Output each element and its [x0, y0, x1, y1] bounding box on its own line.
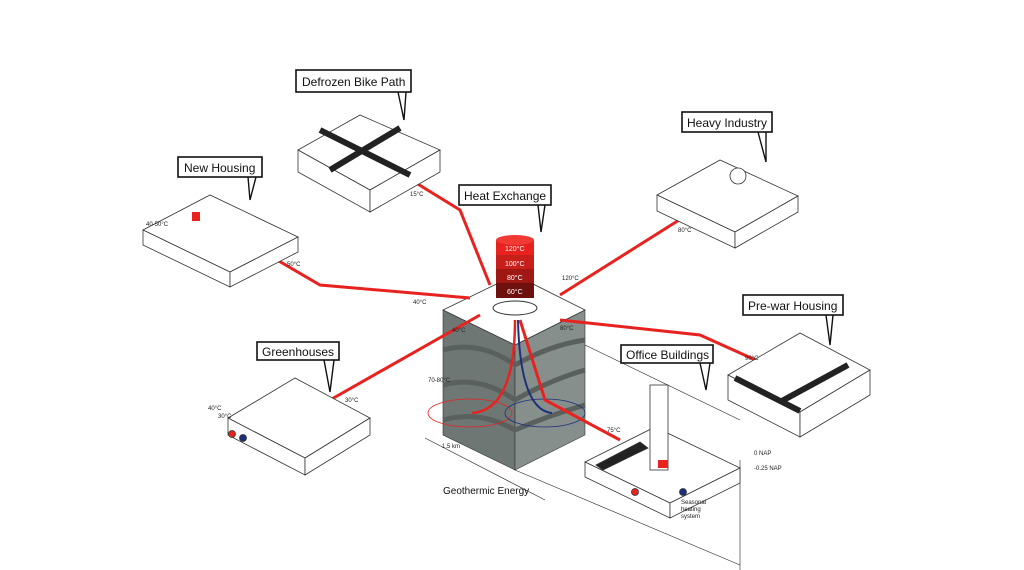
ground-block	[424, 274, 741, 570]
seasonal-2: heating	[681, 507, 701, 513]
tower-level-120: 120°C	[505, 245, 525, 253]
tower-level-60: 60°C	[507, 288, 523, 296]
buildings	[142, 114, 871, 519]
bike-path-block	[297, 114, 441, 213]
label-bike-path: Defrozen Bike Path	[302, 75, 405, 89]
heat-exchange-tower	[492, 235, 538, 316]
office-block	[584, 384, 741, 519]
label-heavy-industry: Heavy Industry	[687, 116, 767, 130]
label-heat-exchange: Heat Exchange	[464, 189, 546, 203]
tower-level-80: 80°C	[507, 274, 523, 282]
pipe-industry	[559, 208, 696, 297]
temp-bike: 15°C	[410, 192, 424, 198]
greenhouse-block	[227, 377, 371, 476]
seasonal-1: Seasonal	[681, 500, 706, 506]
temp-depth: 70-80°C	[428, 378, 451, 384]
temp-industry-site: 80°C	[678, 228, 692, 234]
pipe-prewar	[559, 318, 761, 364]
seasonal-3: system	[681, 514, 700, 520]
nap-minus: -0.25 NAP	[754, 466, 782, 472]
temp-prewar-box: 80°C	[560, 326, 574, 332]
pipe-greenhouse	[329, 313, 481, 402]
temp-green: 30°C	[345, 398, 359, 404]
label-greenhouses: Greenhouses	[262, 345, 334, 359]
temp-office: 75°C	[607, 428, 621, 434]
temp-industry: 120°C	[562, 276, 579, 282]
temp-prewar: 90°C	[745, 356, 759, 362]
callouts	[177, 69, 844, 364]
new-housing-block	[142, 194, 299, 288]
pipe-housing	[259, 248, 471, 300]
temp-green-a: 40°C	[208, 406, 222, 412]
heavy-industry-block	[656, 159, 799, 249]
depth-label: 1.5 km	[442, 444, 460, 450]
temp-green-b: 30°C	[218, 414, 232, 420]
nap-0: 0 NAP	[754, 451, 771, 457]
tower-level-100: 100°C	[505, 260, 525, 268]
label-office-buildings: Office Buildings	[626, 348, 709, 362]
prewar-housing-block	[727, 332, 871, 438]
temp-housing-range: 40-50°C	[146, 222, 169, 228]
label-new-housing: New Housing	[184, 161, 255, 175]
temp-housing-in: 40°C	[413, 300, 427, 306]
temp-housing: 50°C	[287, 262, 301, 268]
temp-green-box: 40°C	[452, 328, 466, 334]
label-geothermic-energy: Geothermic Energy	[443, 486, 529, 497]
label-prewar-housing: Pre-war Housing	[748, 299, 837, 313]
